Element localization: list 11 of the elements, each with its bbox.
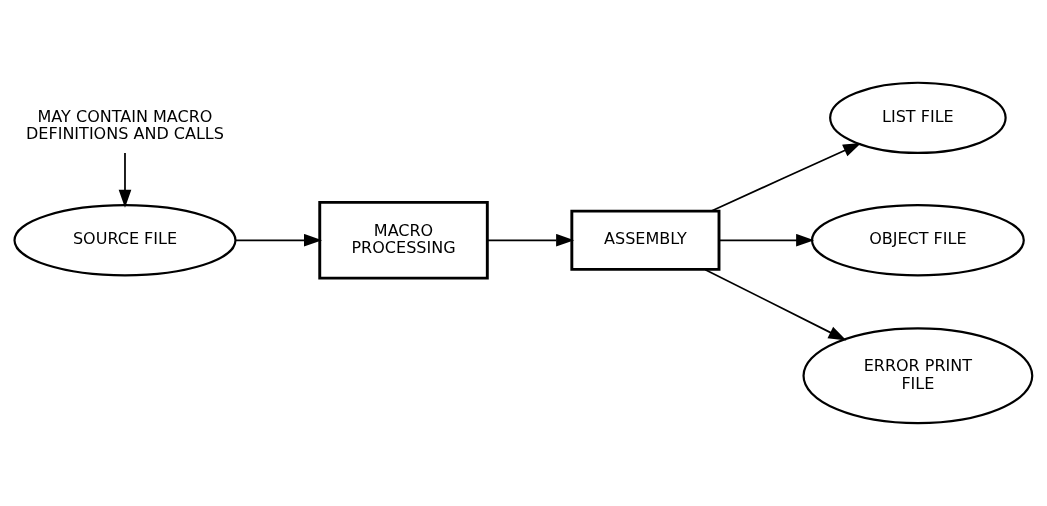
arrow xyxy=(118,152,132,208)
node-box: MACRO PROCESSING xyxy=(318,200,489,280)
arrow xyxy=(718,233,815,247)
arrow xyxy=(487,233,575,247)
node-text: MAY CONTAIN MACRO DEFINITIONS AND CALLS xyxy=(26,106,224,144)
arrow xyxy=(710,142,862,212)
arrow xyxy=(704,268,847,341)
node-ellipse: SOURCE FILE xyxy=(13,204,237,277)
node-ellipse: OBJECT FILE xyxy=(810,204,1025,277)
arrow xyxy=(234,233,323,247)
node-box: ASSEMBLY xyxy=(570,209,721,271)
